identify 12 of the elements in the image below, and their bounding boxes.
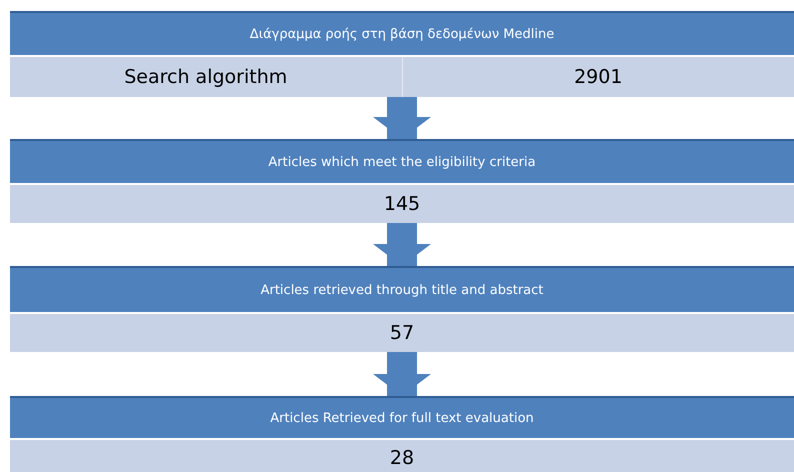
block-arrow — [373, 221, 431, 266]
block-arrow — [373, 350, 431, 396]
header-bar: Articles which meet the eligibility criteria — [10, 139, 794, 183]
header-bar: Διάγραμμα ροής στη βάση δεδομένων Medline — [10, 11, 794, 55]
header-bar: Articles retrieved through title and abstract — [10, 266, 794, 312]
table-cell-text: 57 — [388, 321, 416, 346]
table-cell-text: Search algorithm — [123, 65, 288, 90]
table-cell: 2901 — [402, 57, 794, 97]
block-arrow — [373, 95, 431, 139]
table-cell-text: 145 — [382, 192, 422, 217]
table-cell-text: 28 — [388, 446, 416, 471]
header-bar: Articles Retrieved for full text evaluation — [10, 396, 794, 438]
